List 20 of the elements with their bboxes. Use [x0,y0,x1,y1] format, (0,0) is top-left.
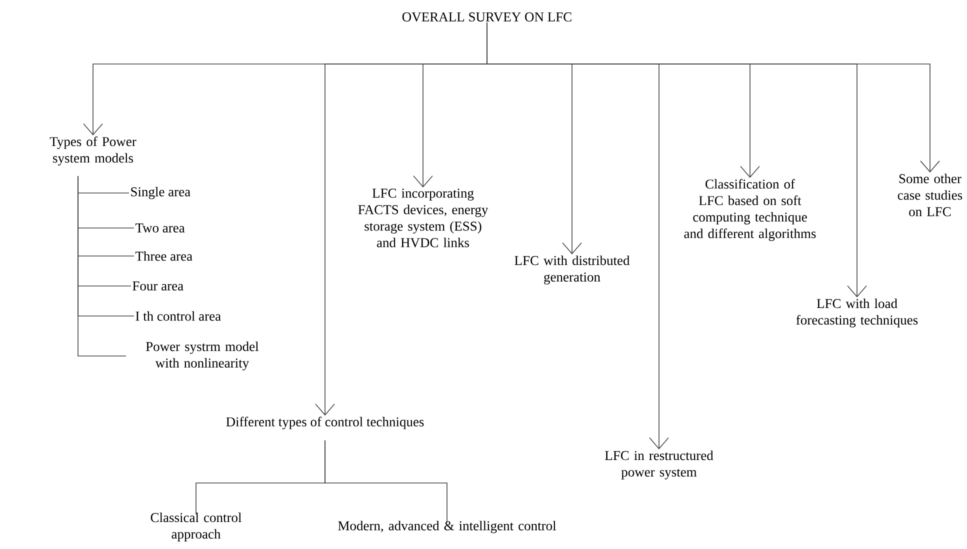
topic-label: Three area [135,251,192,261]
topic-label: LFC in restructured power system [605,450,714,480]
topic-label: Power systrm model with nonlinearity [146,342,259,370]
topic-label: Different types of control techniques [226,416,424,430]
connector-line [324,440,448,524]
topic-label: Four area [132,282,184,290]
topic-label: Two area [135,224,185,232]
topic-label: I th control area [136,311,221,321]
topic-label: Some other case studies on LFC [898,174,962,216]
topic-label: Types of Power system models [50,136,136,166]
arrow [486,22,940,173]
topic-label: Single area [131,186,190,200]
connector-line [78,176,126,356]
topic-label: LFC with load forecasting techniques [796,298,918,328]
topic-label: Classification of LFC based on soft computing technique and different algorithms [684,179,816,241]
topic-label: LFC with distributed generation [514,256,630,284]
topic-label: LFC incorporating FACTS devices, energy storage system (ESS) and HVDC links [358,188,488,248]
topic-label: Classical control approach [150,512,242,542]
topic-label: Modern, advanced & intelligent control [338,520,556,534]
title-text: OVERALL SURVEY ON LFC [402,12,572,22]
